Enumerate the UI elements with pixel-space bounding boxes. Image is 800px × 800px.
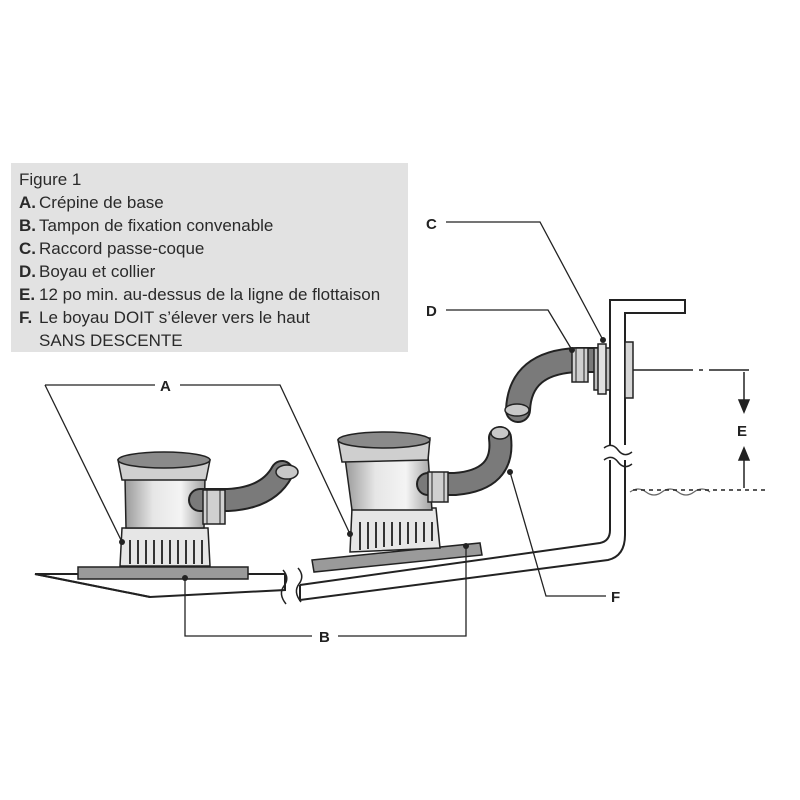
hose-right [416, 426, 513, 503]
callout-b: B [319, 629, 330, 646]
callout-f: F [611, 589, 620, 606]
dimension-e [633, 369, 765, 491]
hose-to-thru-hull [504, 347, 611, 423]
leader-dots [119, 337, 606, 581]
callout-d: D [426, 303, 437, 320]
figure-title: Figure 1 [19, 170, 82, 189]
hose-left [188, 460, 299, 525]
mounting-pad-left [77, 566, 249, 580]
legend-item-c: C.Raccord passe-coque [19, 239, 205, 258]
legend-item-d: D.Boyau et collier [19, 262, 156, 281]
callout-c: C [426, 216, 437, 233]
callout-a: A [160, 378, 171, 395]
legend-item-e: E.12 po min. au-dessus de la ligne de fl… [19, 285, 381, 304]
legend-item-f-continuation: SANS DESCENTE [39, 331, 183, 350]
legend-item-f: F.Le boyau DOIT s’élever vers le haut [19, 308, 310, 327]
legend-item-b: B.Tampon de fixation convenable [19, 216, 274, 235]
thru-hull-fitting [593, 341, 634, 399]
callout-e: E [737, 423, 747, 440]
legend-box: Figure 1 A.Crépine de base B.Tampon de f… [11, 163, 408, 352]
pump-right [337, 431, 441, 553]
pump-left [117, 451, 211, 567]
leader-lines [44, 221, 606, 637]
legend-item-a: A.Crépine de base [19, 193, 164, 212]
